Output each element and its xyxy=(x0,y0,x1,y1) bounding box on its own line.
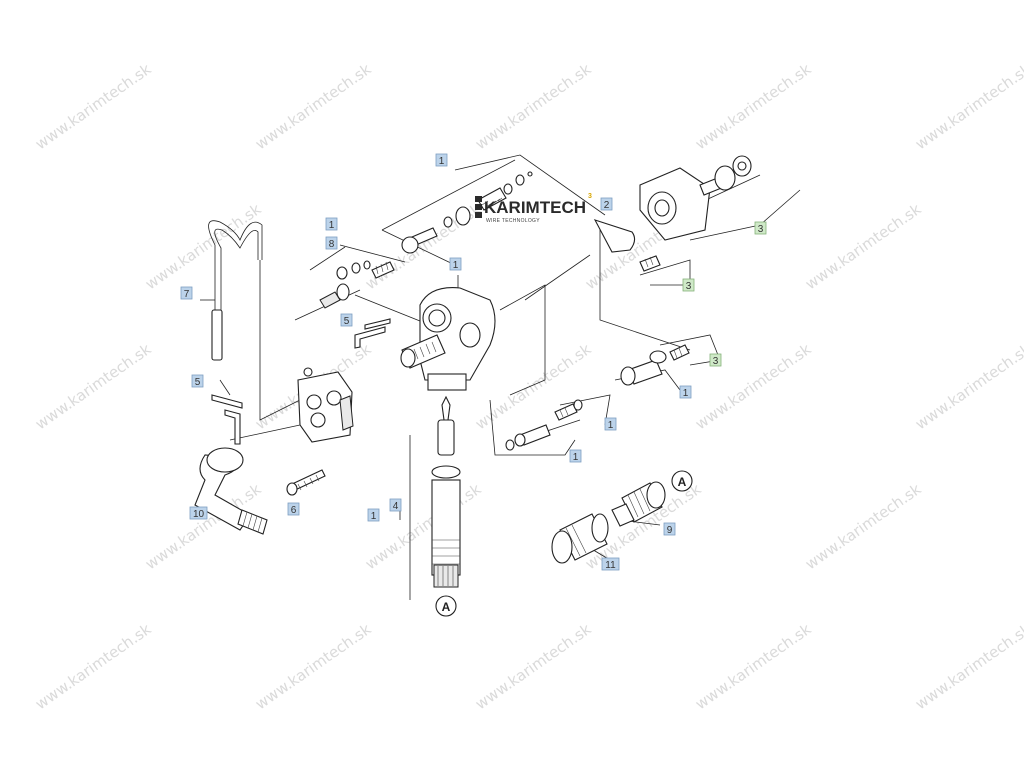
svg-text:8: 8 xyxy=(329,239,335,250)
callout-label: 11 xyxy=(601,557,620,571)
svg-text:A: A xyxy=(442,600,451,614)
watermark-text: www.karimtech.sk xyxy=(252,620,375,713)
callout-label: 1 xyxy=(367,508,380,522)
valve-parts-group xyxy=(319,260,395,309)
svg-text:5: 5 xyxy=(344,316,350,327)
watermark-text: www.karimtech.sk xyxy=(472,60,595,153)
callout-label: 4 xyxy=(389,498,402,512)
filter-tube xyxy=(431,395,461,588)
svg-text:1: 1 xyxy=(371,511,377,522)
svg-text:3: 3 xyxy=(758,224,764,235)
callout-label: 1 xyxy=(679,385,692,399)
logo-superscript: 3 xyxy=(588,193,592,200)
watermark-text: www.karimtech.sk xyxy=(472,340,595,433)
svg-text:1: 1 xyxy=(453,260,459,271)
svg-text:11: 11 xyxy=(605,560,616,571)
watermark-text: www.karimtech.sk xyxy=(912,340,1024,433)
watermark-text: www.karimtech.sk xyxy=(692,60,815,153)
watermark-text: www.karimtech.sk xyxy=(252,60,375,153)
watermark-text: www.karimtech.sk xyxy=(142,200,265,293)
watermark-text: www.karimtech.sk xyxy=(32,60,155,153)
callout-label: 5 xyxy=(340,313,353,327)
svg-text:1: 1 xyxy=(608,420,614,431)
logo-wordmark: KARIMTECH xyxy=(484,198,586,217)
callout-label: 7 xyxy=(180,286,193,300)
small-check-valve-mid xyxy=(639,255,661,272)
svg-text:9: 9 xyxy=(667,525,673,536)
watermark-text: www.karimtech.sk xyxy=(912,60,1024,153)
callout-label: 10 xyxy=(189,506,208,520)
watermark-layer: www.karimtech.sk www.karimtech.sk www.kari… xyxy=(32,60,1024,713)
triangle-part-2 xyxy=(593,219,636,253)
callout-labels: 1 1 8 7 1 5 5 2 3 3 3 1 1 1 1 4 6 10 9 1… xyxy=(180,153,767,571)
svg-text:6: 6 xyxy=(291,505,297,516)
svg-text:1: 1 xyxy=(573,452,579,463)
callout-label: 8 xyxy=(325,236,338,250)
hose-part-7 xyxy=(208,220,263,361)
callout-label: 1 xyxy=(449,257,462,271)
callout-label: 1 xyxy=(604,417,617,431)
watermark-text: www.karimtech.sk xyxy=(32,340,155,433)
svg-text:5: 5 xyxy=(195,377,201,388)
pump-body xyxy=(400,287,496,391)
svg-text:3: 3 xyxy=(686,281,692,292)
watermark-text: www.karimtech.sk xyxy=(472,620,595,713)
svg-text:4: 4 xyxy=(393,501,399,512)
callout-label: 9 xyxy=(663,522,676,536)
top-seal-spring-group xyxy=(401,171,533,254)
flange-housing xyxy=(297,367,354,443)
reference-mark-bottom: A xyxy=(435,595,457,617)
svg-text:3: 3 xyxy=(713,356,719,367)
clip-part-5-lower xyxy=(211,394,243,445)
watermark-text: www.karimtech.sk xyxy=(692,620,815,713)
callout-label: 5 xyxy=(191,374,204,388)
watermark-text: www.karimtech.sk xyxy=(802,480,925,573)
svg-text:10: 10 xyxy=(193,509,205,520)
parts xyxy=(194,155,752,588)
watermark-text: www.karimtech.sk xyxy=(32,620,155,713)
coupling-part-9 xyxy=(611,481,666,527)
watermark-text: www.karimtech.sk xyxy=(802,200,925,293)
check-valve-right xyxy=(620,344,690,386)
check-valve-center xyxy=(505,399,583,451)
callout-label: 1 xyxy=(569,449,582,463)
callout-label: 2 xyxy=(600,197,613,211)
karimtech-logo: KARIMTECH 3 WIRE TECHNOLOGY xyxy=(475,193,592,224)
callout-label: 3 xyxy=(682,278,695,292)
reference-mark-right: A xyxy=(671,470,693,492)
screw-part-6 xyxy=(286,469,326,496)
callout-label: 1 xyxy=(325,217,338,231)
callout-label: 3 xyxy=(709,353,722,367)
watermark-text: www.karimtech.sk xyxy=(362,480,485,573)
logo-tagline: WIRE TECHNOLOGY xyxy=(486,218,540,224)
svg-text:7: 7 xyxy=(184,289,190,300)
callout-label: 1 xyxy=(435,153,448,167)
elbow-part-10 xyxy=(194,447,268,535)
upper-right-housing xyxy=(639,155,752,241)
callout-label: 6 xyxy=(287,502,300,516)
watermark-text: www.karimtech.sk xyxy=(912,620,1024,713)
svg-text:1: 1 xyxy=(683,388,689,399)
svg-text:1: 1 xyxy=(329,220,335,231)
svg-text:2: 2 xyxy=(604,200,610,211)
connector-part-11 xyxy=(551,513,609,564)
clip-part-5-upper xyxy=(354,318,391,349)
callout-label: 3 xyxy=(754,221,767,235)
svg-text:A: A xyxy=(678,475,687,489)
svg-text:1: 1 xyxy=(439,156,445,167)
